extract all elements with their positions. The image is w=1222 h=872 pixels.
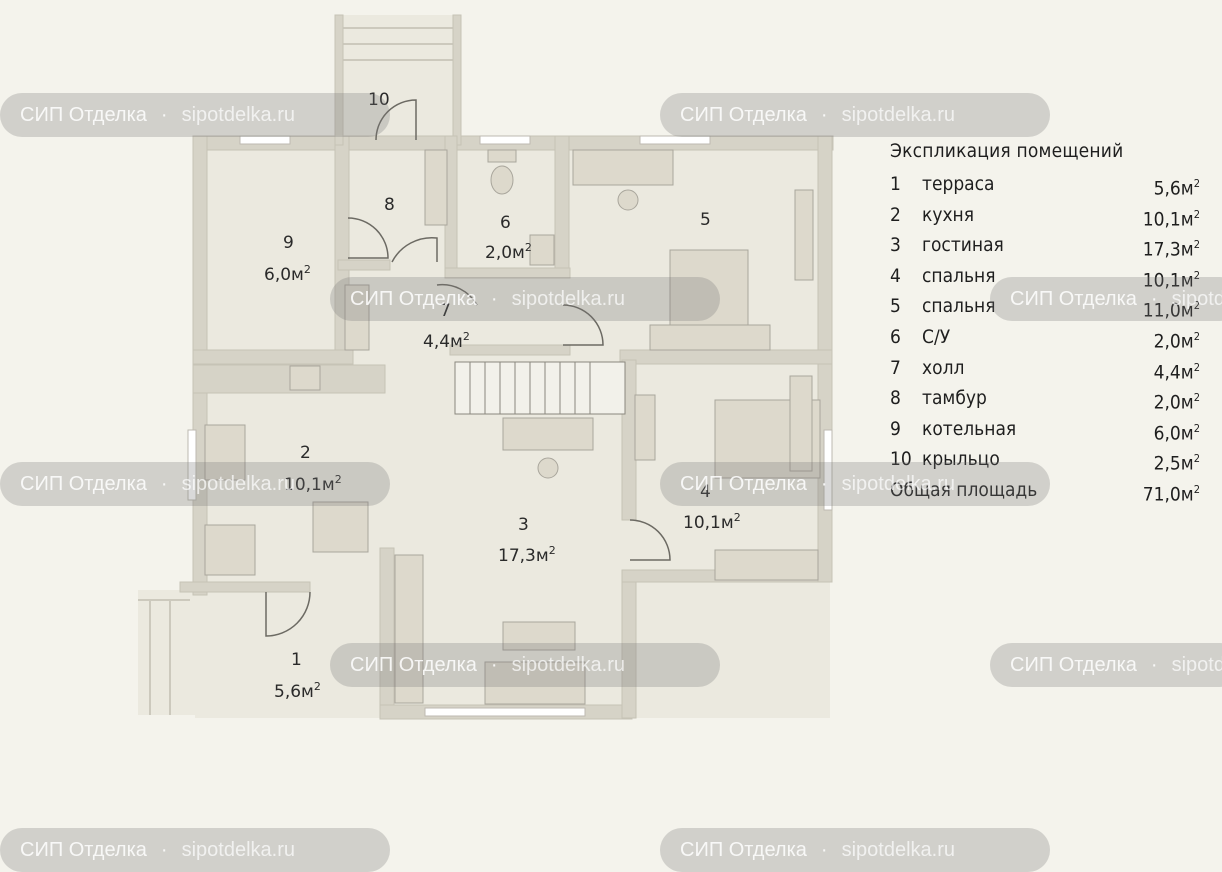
watermark-badge: СИП Отделка·sipotdelka.ru xyxy=(990,643,1222,687)
room-label-5: 5 xyxy=(700,210,711,230)
room-area-2: 10,1м2 xyxy=(284,473,342,495)
room-label-1: 1 xyxy=(291,650,302,670)
legend-row: 1 терраса 5,6м2 xyxy=(890,169,1200,200)
legend-room-name: терраса xyxy=(922,173,995,195)
legend-room-name: крыльцо xyxy=(922,448,1000,471)
room-label-9: 9 xyxy=(283,233,294,253)
legend-total-area: 71,0м2 xyxy=(1142,482,1200,506)
watermark-badge: СИП Отделка·sipotdelka.ru xyxy=(660,462,1050,506)
watermark-badge: СИП Отделка·sipotdelka.ru xyxy=(660,828,1050,872)
room-area-4: 10,1м2 xyxy=(683,511,741,533)
legend-room-name: спальня xyxy=(922,264,996,287)
legend-num: 3 xyxy=(890,234,901,257)
legend-title: Экспликация помещений xyxy=(890,140,1124,162)
legend-total-row: Общая площадь 71,0м2 xyxy=(890,475,1200,509)
legend-area: 10,1м2 xyxy=(1142,207,1200,230)
doors xyxy=(265,99,671,637)
room-area-3: 17,3м2 xyxy=(498,544,556,566)
legend-room-name: котельная xyxy=(922,417,1017,440)
legend-num: 1 xyxy=(890,173,901,195)
legend-row: 8 тамбур 2,0м2 xyxy=(890,383,1200,414)
legend-room-name: кухня xyxy=(922,203,975,226)
room-area-6: 2,0м2 xyxy=(485,241,532,263)
legend-row: 10 крыльцо 2,5м2 xyxy=(890,444,1200,475)
furniture xyxy=(204,149,821,705)
room-label-3: 3 xyxy=(518,515,529,535)
room-area-7: 4,4м2 xyxy=(423,330,470,352)
room-area-1: 5,6м2 xyxy=(274,680,321,702)
legend-area: 4,4м2 xyxy=(1153,360,1200,383)
legend-room-name: спальня xyxy=(922,295,996,318)
room-label-7: 7 xyxy=(440,301,451,321)
legend-area: 17,3м2 xyxy=(1142,238,1200,261)
room-label-6: 6 xyxy=(500,213,511,233)
legend-total-label: Общая площадь xyxy=(890,478,1038,501)
room-label-2: 2 xyxy=(300,443,311,463)
steps xyxy=(138,27,459,715)
legend-room-name: тамбур xyxy=(922,387,987,410)
room-area-9: 6,0м2 xyxy=(264,263,311,285)
legend-row: 6 С/У 2,0м2 xyxy=(890,322,1200,353)
legend-area: 10,1м2 xyxy=(1142,268,1200,292)
legend-area: 6,0м2 xyxy=(1153,421,1200,445)
room-legend: Экспликация помещений 1 терраса 5,6м2 2 кухн… xyxy=(890,140,1200,509)
legend-area: 2,0м2 xyxy=(1153,391,1200,414)
legend-area: 11,0м2 xyxy=(1142,299,1200,322)
watermark-badge: СИП Отделка·sipotdelka.ru xyxy=(0,462,390,506)
legend-num: 4 xyxy=(890,264,901,287)
legend-num: 6 xyxy=(890,325,901,348)
legend-area: 5,6м2 xyxy=(1153,177,1200,200)
legend-row: 4 спальня 10,1м2 xyxy=(890,261,1200,292)
legend-row: 9 котельная 6,0м2 xyxy=(890,414,1200,445)
legend-num: 7 xyxy=(890,356,901,379)
legend-area: 2,5м2 xyxy=(1153,452,1200,475)
watermark-badge: СИП Отделка·sipotdelka.ru xyxy=(990,277,1222,321)
staircase xyxy=(454,361,626,415)
legend-area: 2,0м2 xyxy=(1153,329,1200,353)
watermark-badge: СИП Отделка·sipotdelka.ru xyxy=(330,643,720,687)
legend-row: 5 спальня 11,0м2 xyxy=(890,291,1200,322)
legend-num: 9 xyxy=(890,417,901,440)
room-labels: 10 8 9 6,0м2 6 2,0м2 5 7 4,4м2 2 10,1м2 … xyxy=(264,90,741,702)
legend-num: 10 xyxy=(890,448,912,471)
room-label-10: 10 xyxy=(368,90,390,110)
legend-row: 3 гостиная 17,3м2 xyxy=(890,230,1200,261)
watermark-badge: СИП Отделка·sipotdelka.ru xyxy=(660,93,1050,137)
legend-rows: 1 терраса 5,6м2 2 кухня 10,1м2 3 гостиная 17,3м2… xyxy=(890,169,1200,475)
room-label-4: 4 xyxy=(700,482,711,502)
legend-num: 8 xyxy=(890,387,901,410)
watermark-badge: СИП Отделка·sipotdelka.ru xyxy=(0,828,390,872)
legend-row: 2 кухня 10,1м2 xyxy=(890,200,1200,231)
legend-num: 5 xyxy=(890,295,901,318)
watermark-badge: СИП Отделка·sipotdelka.ru xyxy=(330,277,720,321)
watermark-badge: СИП Отделка·sipotdelka.ru xyxy=(0,93,390,137)
room-label-8: 8 xyxy=(384,195,395,215)
legend-room-name: гостиная xyxy=(922,234,1004,257)
legend-row: 7 холл 4,4м2 xyxy=(890,353,1200,384)
legend-room-name: холл xyxy=(922,356,965,379)
legend-num: 2 xyxy=(890,203,901,226)
legend-room-name: С/У xyxy=(922,325,951,348)
windows xyxy=(187,135,833,717)
